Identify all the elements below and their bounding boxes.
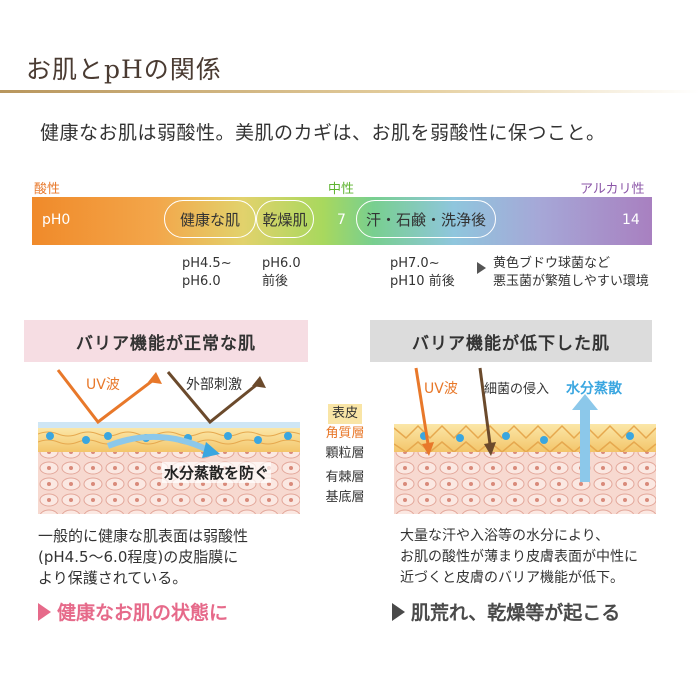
- ph14-label: 14: [622, 212, 640, 228]
- evaporation-label: 水分蒸散: [566, 381, 622, 397]
- note-bacteria: 黄色ブドウ球菌など 悪玉菌が繁殖しやすい環境: [493, 256, 649, 289]
- pill-sweat-soap: 汗・石鹸・洗浄後: [356, 200, 496, 238]
- left-result-text: 健康なお肌の状態に: [57, 602, 229, 624]
- triangle-right-icon: [392, 602, 405, 621]
- ph-scale-bar: [32, 197, 652, 245]
- left-result: 健康なお肌の状態に: [38, 598, 228, 625]
- note-sweat-ph: pH7.0~ pH10 前後: [390, 256, 455, 289]
- note-dry-ph: pH6.0 前後: [262, 256, 301, 289]
- page-subtitle: 健康なお肌は弱酸性。美肌のカギは、お肌を弱酸性に保つこと。: [40, 122, 606, 144]
- layer-basal: 基底層: [325, 490, 365, 505]
- left-description: 一般的に健康な肌表面は弱酸性 (pH4.5～6.0程度)の皮脂膜に より保護され…: [38, 527, 249, 587]
- layer-spinous: 有棘層: [325, 470, 365, 485]
- alkaline-label: アルカリ性: [580, 182, 645, 197]
- right-description: 大量な汗や入浴等の水分により、 お肌の酸性が薄まり皮膚表面が中性に 近づくと皮膚…: [400, 528, 638, 586]
- pill-dry-skin: 乾燥肌: [256, 200, 314, 238]
- healthy-skin-diagram: [38, 369, 300, 514]
- layer-stratum-corneum: 角質層: [325, 426, 365, 441]
- ph7-label: 7: [337, 212, 346, 228]
- prevent-evaporation-label: 水分蒸散を防ぐ: [162, 462, 272, 483]
- skin-layer-labels: 表皮 角質層 顆粒層 有棘層 基底層: [310, 404, 380, 508]
- right-result-text: 肌荒れ、乾燥等が起こる: [411, 602, 621, 624]
- acidic-label: 酸性: [34, 182, 61, 197]
- right-panel-heading: バリア機能が低下した肌: [370, 320, 652, 362]
- right-result: 肌荒れ、乾燥等が起こる: [392, 598, 620, 625]
- damaged-skin-diagram: [394, 367, 656, 514]
- layer-epidermis: 表皮: [327, 404, 362, 424]
- triangle-right-icon: [477, 262, 486, 274]
- layer-granular: 顆粒層: [325, 446, 365, 461]
- left-panel-heading: バリア機能が正常な肌: [24, 320, 308, 362]
- bacteria-invasion-label: 細菌の侵入: [484, 382, 550, 397]
- neutral-label: 中性: [328, 182, 355, 197]
- external-stimulus-label: 外部刺激: [186, 377, 242, 393]
- ph0-label: pH0: [42, 212, 71, 228]
- pill-healthy-skin: 健康な肌: [164, 200, 256, 238]
- page-title: お肌とpHの関係: [26, 55, 222, 84]
- uv-label-left: UV波: [86, 377, 120, 393]
- title-divider: [0, 90, 700, 93]
- triangle-right-icon: [38, 602, 51, 621]
- uv-label-right: UV波: [424, 381, 458, 397]
- note-healthy-ph: pH4.5~ pH6.0: [182, 256, 232, 289]
